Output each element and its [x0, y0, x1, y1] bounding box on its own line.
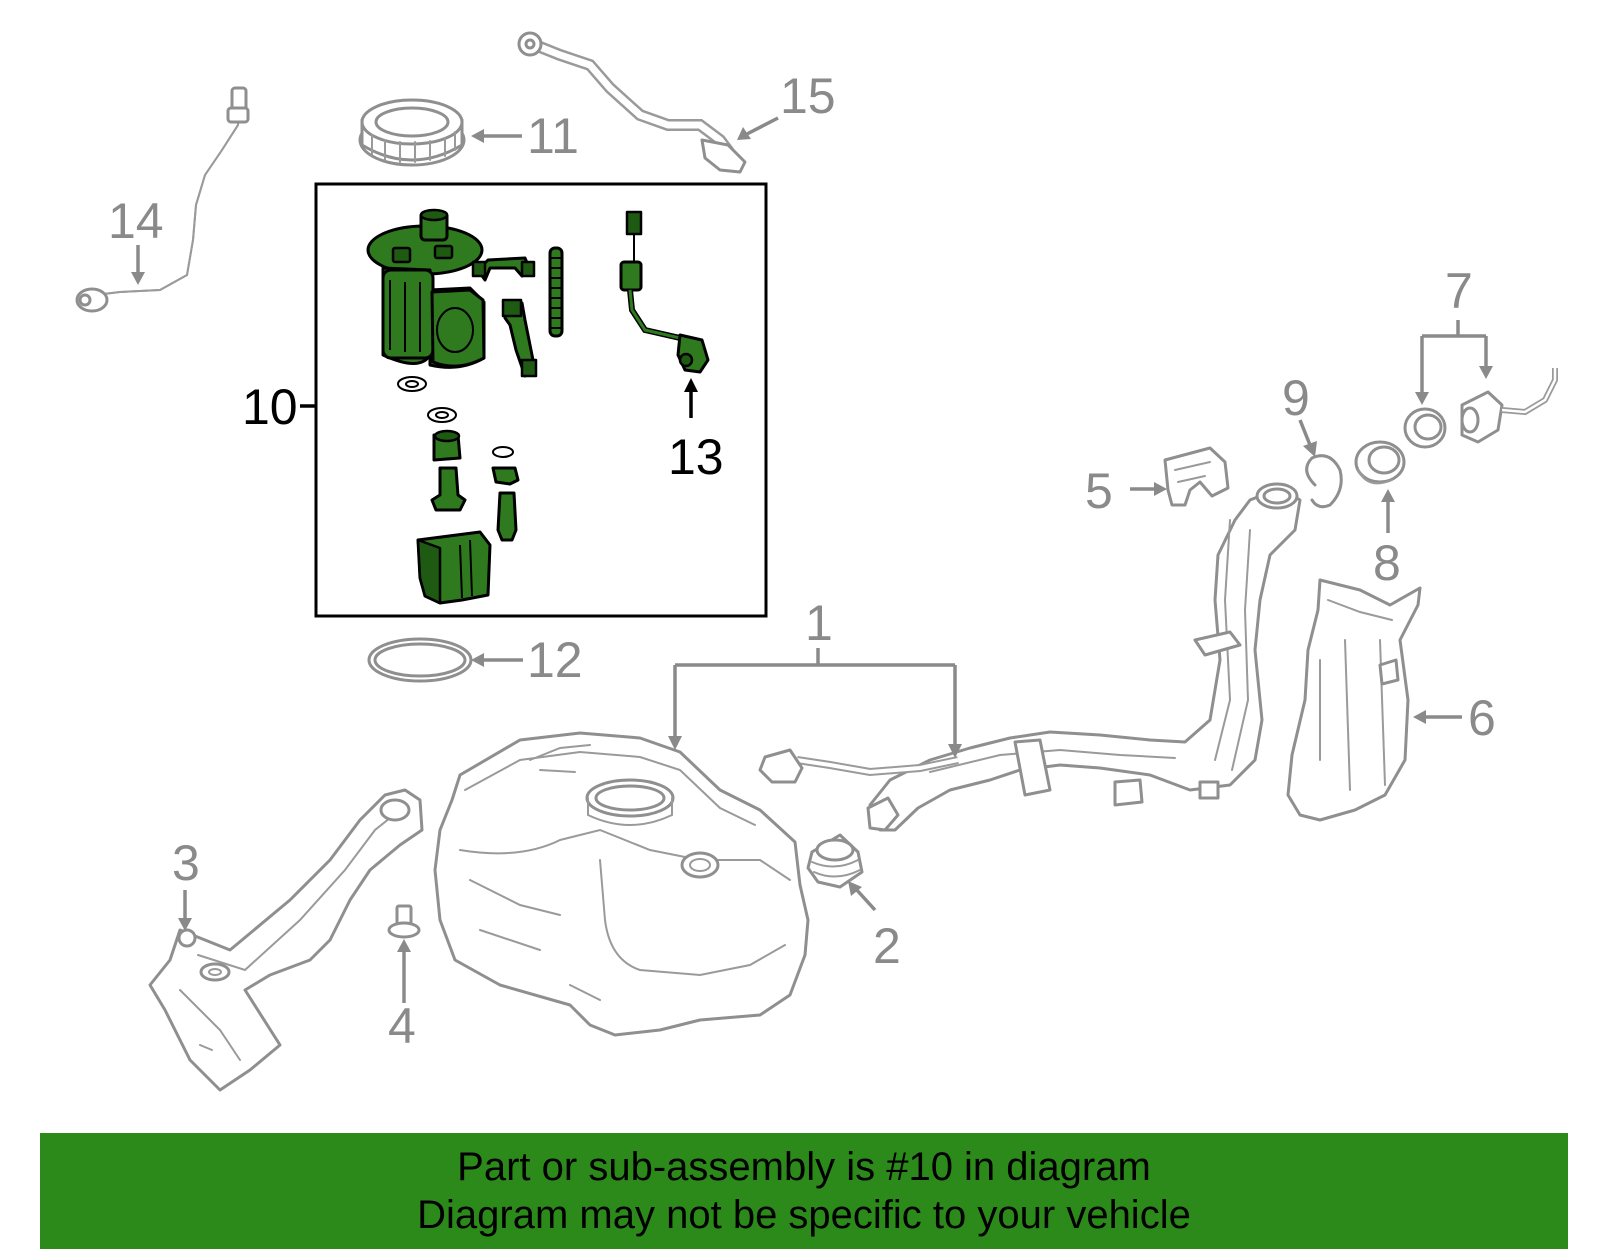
callout-8: 8	[1373, 535, 1401, 591]
part-4-bolt	[387, 904, 421, 939]
part-15-hose	[517, 31, 747, 174]
callout-leaders	[131, 116, 1493, 1003]
callout-9: 9	[1282, 370, 1310, 426]
part-6-protector	[1286, 578, 1422, 822]
part-2-valve	[806, 833, 864, 889]
part-11-lock-ring	[358, 98, 466, 167]
part-3-heat-shield	[148, 788, 424, 1092]
callout-3: 3	[172, 835, 200, 891]
callout-13: 13	[668, 429, 724, 485]
callout-5: 5	[1085, 463, 1113, 519]
part-7-fuel-cap	[1403, 368, 1558, 449]
callout-15: 15	[780, 68, 836, 124]
part-5-bracket	[1163, 446, 1230, 507]
part-9-retainer	[1305, 454, 1343, 509]
info-banner: Part or sub-assembly is #10 in diagram D…	[40, 1133, 1568, 1249]
callout-1: 1	[805, 595, 833, 651]
callout-2: 2	[873, 918, 901, 974]
callout-11: 11	[527, 108, 579, 164]
callout-7: 7	[1445, 263, 1473, 319]
callout-10: 10	[242, 379, 298, 435]
part-14-vent-line	[75, 86, 250, 313]
callout-12: 12	[527, 632, 583, 688]
callout-14: 14	[108, 193, 164, 249]
part-12-gasket	[367, 637, 473, 683]
callout-6: 6	[1468, 690, 1496, 746]
part-1-fuel-tank	[433, 731, 810, 1037]
banner-line-1: Part or sub-assembly is #10 in diagram	[457, 1145, 1151, 1189]
filler-pipe	[758, 482, 1302, 832]
banner-line-2: Diagram may not be specific to your vehi…	[417, 1193, 1191, 1237]
part-8-seal	[1354, 440, 1406, 485]
callout-4: 4	[388, 998, 416, 1054]
part-10-fuel-pump-assembly	[366, 208, 710, 605]
